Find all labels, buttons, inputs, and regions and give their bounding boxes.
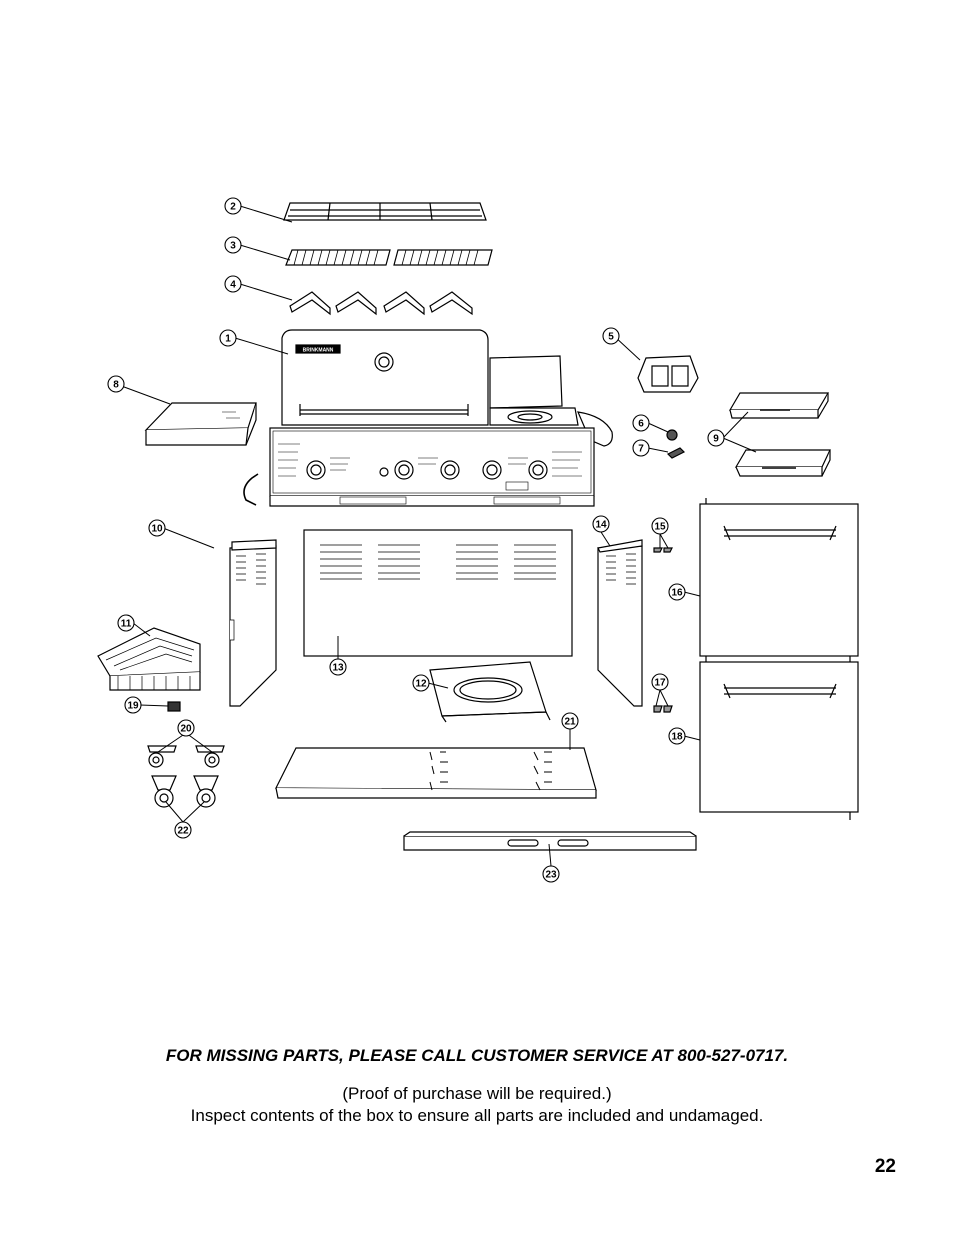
door-hinges-top [653, 547, 673, 553]
side-shelf [144, 402, 257, 446]
callout-17: 17 [654, 678, 666, 689]
callout-11: 11 [121, 619, 132, 630]
side-burner-grate [637, 355, 699, 393]
grill-head: BRINKMANN [243, 329, 613, 507]
callout-4: 4 [230, 280, 236, 291]
tank-tray [429, 661, 551, 723]
callout-22: 22 [177, 826, 189, 837]
front-rail [403, 831, 697, 851]
callout-9: 9 [713, 434, 719, 445]
drip-trays [728, 392, 831, 477]
inspect-contents-note: Inspect contents of the box to ensure al… [190, 1106, 764, 1125]
warming-rack [283, 202, 487, 221]
callout-19: 19 [127, 701, 139, 712]
lower-door [699, 661, 859, 820]
bottom-shelf [275, 747, 597, 799]
wheels [151, 775, 219, 808]
flame-tamers [289, 291, 473, 316]
upper-door [699, 498, 859, 662]
back-panel [303, 529, 573, 657]
page-number: 22 [874, 1156, 896, 1177]
callout-8: 8 [113, 380, 119, 391]
callout-18: 18 [671, 732, 683, 743]
callout-5: 5 [608, 332, 614, 343]
locking-casters [147, 745, 225, 768]
callout-20: 20 [180, 724, 192, 735]
callout-3: 3 [230, 241, 236, 252]
callout-6: 6 [638, 419, 644, 430]
callout-2: 2 [230, 202, 236, 213]
clip-part [167, 701, 181, 712]
left-side-panel [229, 539, 277, 707]
door-hinges-bottom [653, 705, 673, 713]
brand-label: BRINKMANN [303, 348, 334, 354]
right-side-panel [597, 539, 643, 707]
callout-13: 13 [332, 663, 344, 674]
condiment-basket [97, 627, 201, 691]
cooking-grates [285, 249, 493, 266]
callout-1: 1 [225, 334, 231, 345]
missing-parts-notice: FOR MISSING PARTS, PLEASE CALL CUSTOMER … [165, 1046, 789, 1065]
callout-23: 23 [545, 870, 557, 881]
proof-of-purchase-note: (Proof of purchase will be required.) [342, 1084, 612, 1103]
callout-15: 15 [654, 522, 666, 533]
callout-7: 7 [638, 444, 644, 455]
callout-16: 16 [671, 588, 683, 599]
knob-and-igniter [666, 429, 686, 459]
callout-21: 21 [564, 717, 576, 728]
callout-14: 14 [595, 520, 607, 531]
callout-12: 12 [415, 679, 427, 690]
callout-circles [107, 197, 725, 883]
callout-10: 10 [151, 524, 163, 535]
parts-exploded-diagram: BRINKMANN [97, 197, 859, 883]
